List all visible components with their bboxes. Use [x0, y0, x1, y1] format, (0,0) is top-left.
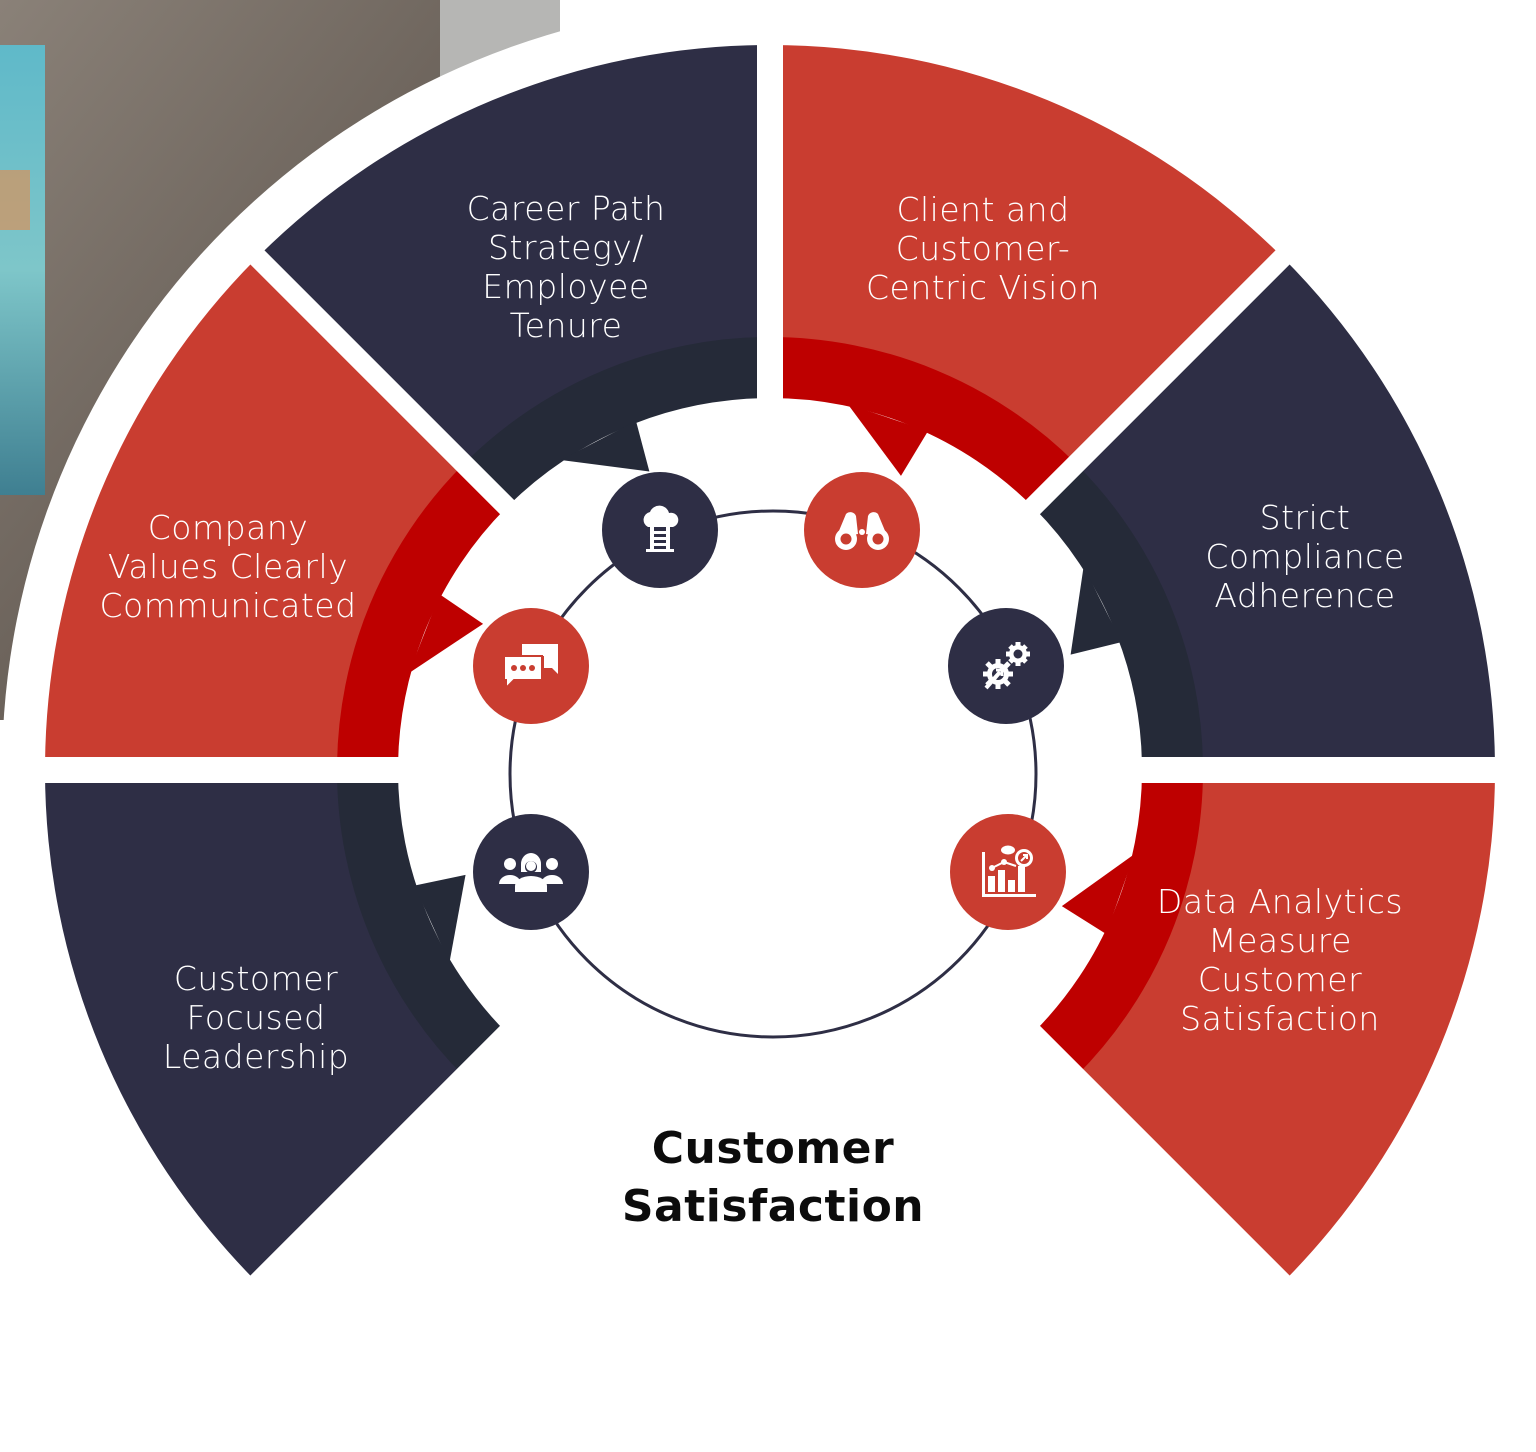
center-title: Customer Satisfaction — [621, 1123, 925, 1232]
segment-label-strict-compliance: Strict Compliance Adherence — [1205, 498, 1405, 615]
pointer-arrow — [414, 874, 466, 963]
segment-label-company-values: Company Values Clearly Communicated — [99, 508, 357, 625]
segment-customer-leadership — [45, 770, 507, 1283]
analytics-chart-badge — [950, 814, 1066, 930]
binoculars-icon — [830, 508, 894, 552]
segment-divider — [975, 236, 1304, 565]
pointer-arrow — [1061, 854, 1135, 934]
pointer-arrow — [1070, 566, 1122, 655]
segment-client-vision — [770, 45, 1283, 507]
pointer-arrow — [408, 594, 484, 674]
chat-bubbles-badge — [473, 608, 589, 724]
inner-ring-line — [508, 509, 1038, 1039]
segment-company-values — [44, 257, 507, 770]
pointer-arrow — [847, 404, 929, 476]
segment-divider — [236, 975, 565, 1304]
segment-label-customer-leadership: Customer Focused Leadership — [162, 959, 350, 1076]
segment-label-client-vision: Client and Customer- Centric Vision — [865, 190, 1101, 307]
chat-bubbles-icon — [500, 640, 562, 692]
gears-icon — [978, 638, 1034, 694]
segment-data-analytics — [1033, 770, 1495, 1283]
segment-career-path — [257, 45, 770, 507]
team-leader-badge — [473, 814, 589, 930]
segment-label-career-path: Career Path Strategy/ Employee Tenure — [466, 189, 666, 345]
cloud-ladder-icon — [638, 505, 682, 555]
segment-label-data-analytics: Data Analytics Measure Customer Satisfac… — [1156, 882, 1404, 1038]
segment-divider — [236, 236, 565, 565]
segment-strict-compliance — [1033, 257, 1495, 770]
gears-badge — [948, 608, 1064, 724]
cloud-ladder-badge — [602, 472, 718, 588]
team-leader-icon — [497, 852, 565, 892]
segment-divider — [975, 975, 1304, 1304]
binoculars-badge — [804, 472, 920, 588]
pointer-arrow — [560, 420, 650, 472]
analytics-chart-icon — [978, 844, 1038, 900]
